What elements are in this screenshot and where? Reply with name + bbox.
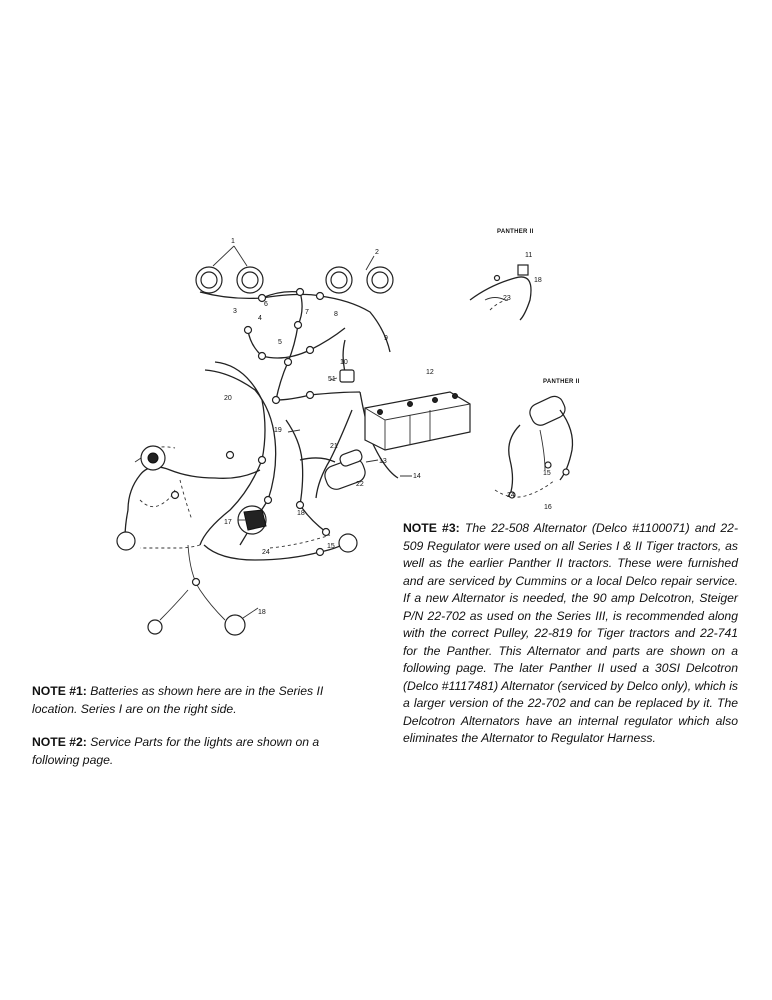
svg-text:1: 1 [231,238,235,245]
note-2-label: NOTE #2: [32,735,87,749]
note-3-text: The 22-508 Alternator (Delco #1100071) a… [403,521,738,745]
svg-text:15: 15 [327,543,335,550]
svg-text:14: 14 [413,473,421,480]
svg-text:17: 17 [224,519,232,526]
callout-labels: 1 2 3 4 5 6 7 8 9 10 12 13 14 15 17 18 1… [224,238,434,616]
svg-text:6: 6 [264,301,268,308]
svg-text:24: 24 [507,492,515,499]
alternator-left [134,445,166,471]
panther-ii-inset-top: PANTHER II 11 18 23 [469,229,542,321]
svg-text:18: 18 [258,609,266,616]
svg-text:2: 2 [375,249,379,256]
starter-motor [324,449,366,490]
panther-ii-inset-bottom: PANTHER II 15 24 16 [494,379,580,511]
svg-text:18: 18 [297,510,305,517]
svg-text:11: 11 [525,252,532,259]
battery-pack [364,391,471,451]
svg-text:7: 7 [305,309,309,316]
svg-text:4: 4 [258,315,262,322]
note-2-text: Service Parts for the lights are shown o… [32,735,320,767]
svg-text:PANTHER II: PANTHER II [543,379,580,385]
alternator-main-17 [237,505,267,535]
svg-text:19: 19 [274,427,282,434]
svg-text:16: 16 [544,504,552,511]
svg-text:23: 23 [503,295,511,302]
note-3: NOTE #3: The 22-508 Alternator (Delco #1… [403,520,738,748]
note-1: NOTE #1: Batteries as shown here are in … [32,683,367,718]
svg-text:22: 22 [356,481,364,488]
svg-text:8: 8 [334,311,338,318]
svg-text:9: 9 [384,335,388,342]
svg-text:5: 5 [278,339,282,346]
note-1-text: Batteries as shown here are in the Serie… [32,684,324,716]
svg-text:PANTHER II: PANTHER II [497,229,534,235]
svg-text:12: 12 [426,369,434,376]
component-51 [339,369,355,383]
svg-text:10: 10 [340,359,348,366]
note-2: NOTE #2: Service Parts for the lights ar… [32,734,367,769]
svg-text:20: 20 [224,395,232,402]
rear-lights [116,531,358,636]
front-light-right-pair [325,266,394,294]
svg-text:21: 21 [330,443,338,450]
svg-text:18: 18 [534,277,542,284]
svg-text:3: 3 [233,308,237,315]
svg-text:13: 13 [379,458,387,465]
front-light-left-pair [195,266,264,294]
svg-text:15: 15 [543,470,551,477]
note-3-label: NOTE #3: [403,521,460,535]
note-1-label: NOTE #1: [32,684,87,698]
svg-text:24: 24 [262,549,270,556]
